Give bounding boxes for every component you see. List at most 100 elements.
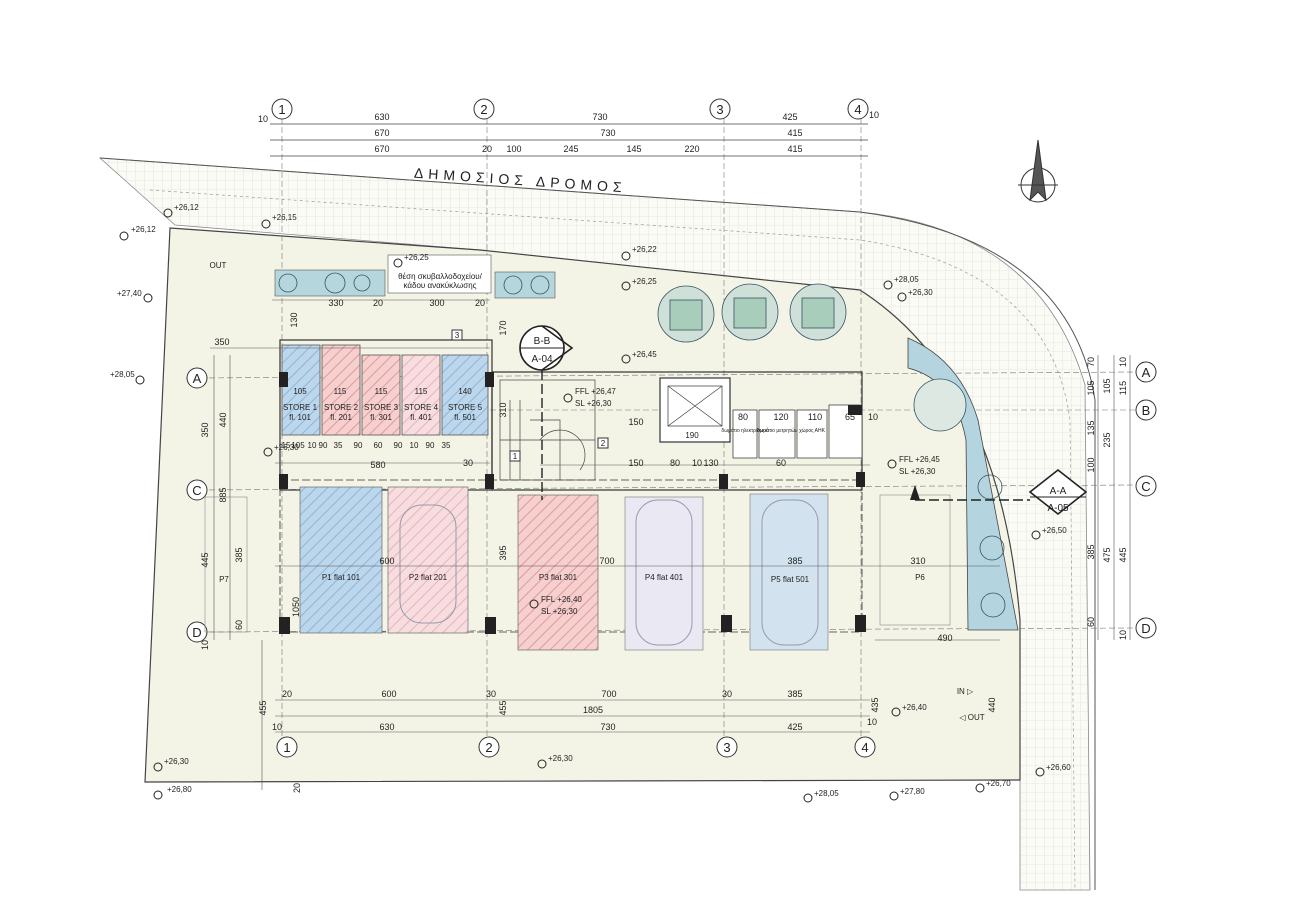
dim-text: 490 [937,633,952,643]
store-room-3 [361,354,401,436]
parking-bay-p3 [517,494,599,651]
grid-bubble-3-top [709,98,731,120]
car-outline-icons [399,499,819,646]
right-dimension-lines [1097,355,1131,640]
dim-text: 580 [370,460,385,470]
dim-text: 150 [628,458,643,468]
dim-text: 435 [870,697,880,712]
dim-text: 30 [463,458,473,468]
grid-label: B [1142,403,1151,418]
room-label: δωμάτιο μετρητών [757,427,798,434]
out-label: OUT [210,261,227,270]
dim-text: 70 [1086,357,1096,367]
dim-text: 35 [334,441,343,450]
dim-text: 440 [987,697,997,712]
dim-text: 245 [563,144,578,154]
dim-text: 415 [787,128,802,138]
dim-text: 330 [328,298,343,308]
planter-left [274,269,386,297]
level-text: +27,80 [900,787,925,796]
grid-label: 3 [723,740,730,755]
grid-label: 2 [485,740,492,755]
dim-text: 10 [692,458,702,468]
dim-text: 730 [600,722,615,732]
dim-text: 700 [599,556,614,566]
level-text: +26,30 [908,288,933,297]
bin-note-line2: κάδου ανακύκλωσης [403,281,476,290]
dim-text: 10 [868,412,878,422]
bin-area-note: θέση σκυβαλλοδοχείου/ κάδου ανακύκλωσης [387,254,492,294]
room-label: δωμάτιο ηλεκτρισμού [721,427,768,434]
dim-text: 445 [200,552,210,567]
dim-text: 115 [1118,381,1128,395]
store-unit: fl. 201 [330,413,352,422]
dim-text: 440 [218,412,228,427]
level-text: +26,80 [167,785,192,794]
interior-dimension-lines [210,299,1000,733]
dim-text: 20 [475,298,485,308]
section-label: A-04 [531,354,553,365]
out-label: ◁ OUT [959,713,984,722]
sl-level: SL +26,30 [899,467,936,476]
store-label: STORE 3 [364,403,399,412]
dim-text: 455 [258,700,268,715]
level-text: +26,60 [1046,763,1071,772]
dim-text: 310 [910,556,925,566]
grid-bubble-D-right [1135,617,1157,639]
dim-text: 885 [218,487,228,502]
in-label: IN ▷ [957,687,974,696]
store-dim: 140 [458,387,472,396]
parking-bay-p1 [299,486,383,634]
store-dim: 105 [293,387,307,396]
level-text: +26,45 [632,350,657,359]
grid-label: 1 [283,740,290,755]
parking-label: P6 [915,573,925,582]
grid-label: A [1142,365,1151,380]
dim-text: 10 [308,441,317,450]
grid-bubble-3-bottom [716,736,738,758]
stair-core [499,379,596,481]
stair-mark: 1 [513,452,518,461]
stair-mark: 2 [601,439,606,448]
level-text: +26,22 [632,245,657,254]
dim-text: 30 [486,689,496,699]
dim-text: 20 [282,689,292,699]
dim-text: 310 [498,402,508,417]
dim-text: 130 [289,312,299,327]
dim-text: 220 [684,144,699,154]
dim-text: 475 [1102,547,1112,562]
dim-text: 455 [498,700,508,715]
grid-label: 3 [716,102,723,117]
dim-text: 385 [787,689,802,699]
dim-text: 135 [1086,420,1096,435]
car-icon [635,499,693,646]
sl-level: SL +26,30 [575,399,612,408]
grid-bubble-1-top [271,98,293,120]
dim-text: 630 [379,722,394,732]
grid-bubble-B-right [1135,399,1157,421]
dim-text: 350 [200,422,210,437]
grid-label: 1 [278,102,285,117]
dim-text: 700 [601,689,616,699]
dim-text: 80 [670,458,680,468]
level-text: +26,12 [174,203,199,212]
level-text: +26,25 [632,277,657,286]
dim-text: 10 [867,717,877,727]
parking-label: P7 [219,575,229,584]
dim-text: 425 [782,112,797,122]
dim-text: 630 [374,112,389,122]
landscape-strip [907,337,1019,631]
store-label: STORE 5 [448,403,483,412]
section-label: A-A [1050,486,1067,497]
bin-note-line1: θέση σκυβαλλοδοχείου/ [398,272,483,281]
grid-label: 2 [480,102,487,117]
dim-text: 145 [626,144,641,154]
grid-label: C [1141,479,1150,494]
dim-text: 415 [787,144,802,154]
dim-text: 385 [1086,544,1096,559]
dim-text: 90 [354,441,363,450]
ffl-level: FFL +26,45 [899,455,940,464]
dim-text: 10 [272,722,282,732]
dim-text: 445 [1118,547,1128,562]
